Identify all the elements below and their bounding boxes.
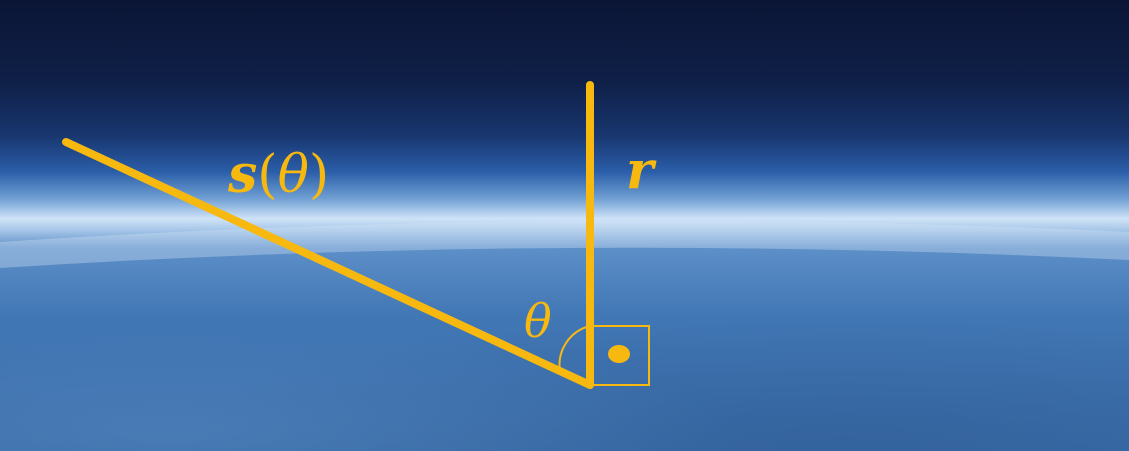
dot-icon [608, 345, 630, 363]
ray-label-close-paren: ) [309, 145, 329, 205]
right-angle-square-icon [590, 325, 650, 386]
ray-line [62, 138, 594, 389]
angle-arc-icon [558, 325, 591, 372]
ray-label: s(θ) [227, 144, 329, 205]
angle-label: θ [524, 294, 552, 348]
ray-label-theta: θ [278, 145, 309, 205]
ray-label-open-paren: ( [257, 145, 277, 205]
normal-label: r [626, 140, 657, 201]
ray-label-symbol: s [227, 144, 257, 205]
